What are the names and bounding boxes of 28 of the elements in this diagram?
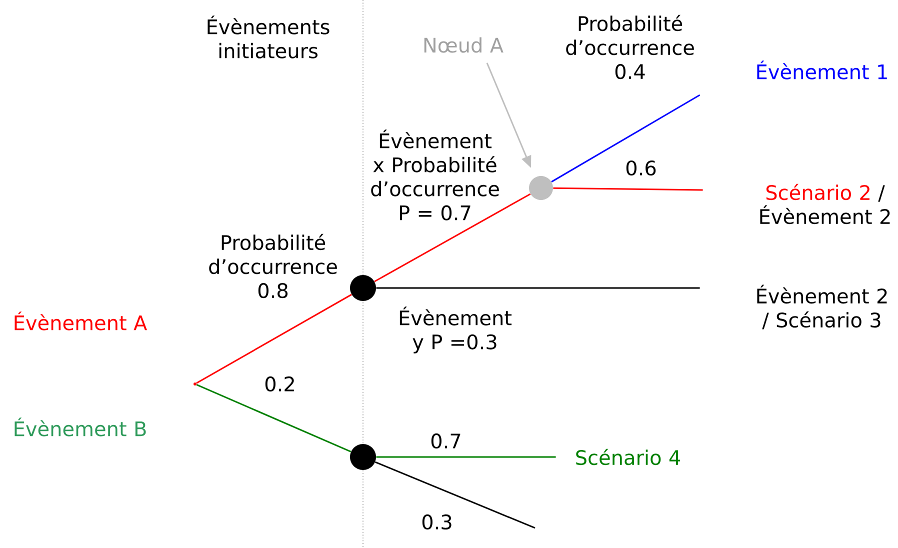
- branch-line: [551, 94, 700, 182]
- branch-line: [376, 456, 556, 458]
- probability-label: Évènement y P =0.3: [400, 306, 512, 354]
- probability-label: 0.2: [265, 376, 294, 392]
- outcome-label: Scénario 2 / Évènement 2: [760, 184, 890, 224]
- outcome-label: Scénario 4: [576, 448, 680, 466]
- branch-line: [196, 384, 352, 452]
- text-label: Évènements initiateurs: [208, 16, 330, 58]
- branch-point: [194, 382, 196, 386]
- chance-node: [350, 275, 376, 301]
- node-label: Nœud A: [424, 37, 504, 53]
- outcome-label: Évènement 2 / Scénario 3: [757, 284, 887, 330]
- outcome-label: Évènement 1: [757, 60, 887, 80]
- probability-label: Probabilité d’occurrence 0.4: [566, 14, 694, 80]
- probability-label: 0.3: [422, 514, 452, 530]
- probability-label: Évènement x Probabilité d’occurrence P = 0.7: [371, 130, 499, 220]
- branch-line: [553, 187, 703, 191]
- probability-label: 0.6: [626, 160, 656, 176]
- branch-line: [374, 461, 536, 529]
- probability-label: 0.7: [431, 433, 460, 449]
- chance-node: [350, 444, 376, 470]
- branch-line: [374, 193, 531, 282]
- branch-line: [376, 287, 700, 289]
- chance-node: [529, 176, 553, 200]
- text-label: Évènement B: [14, 418, 146, 436]
- text-label: Évènement A: [14, 312, 148, 330]
- probability-label: Probabilité d’occurrence 0.8: [209, 234, 337, 298]
- branch-line: [196, 294, 352, 384]
